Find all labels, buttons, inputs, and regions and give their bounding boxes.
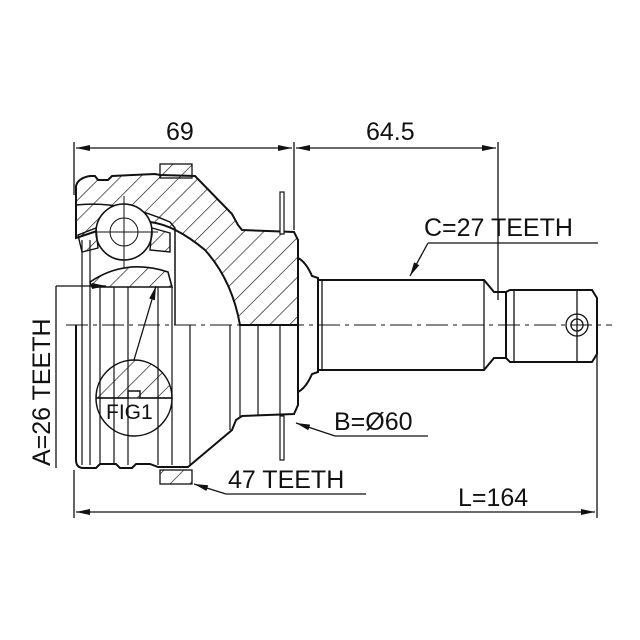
callout-47-teeth: 47 TEETH xyxy=(228,466,345,494)
dimension-69 xyxy=(73,142,295,230)
leader-c xyxy=(409,242,429,277)
abs-ring-bottom xyxy=(159,469,193,485)
dimension-64-5 xyxy=(296,142,499,300)
callout-b-diameter: B=Ø60 xyxy=(334,408,413,436)
callout-a-teeth: A=26 TEETH xyxy=(28,318,56,466)
shaft-spline xyxy=(318,279,507,371)
dim-label-overall-length: L=164 xyxy=(458,484,529,512)
abs-ring-top xyxy=(159,163,193,179)
shaft-end xyxy=(505,289,598,363)
inner-race xyxy=(89,266,174,288)
callout-c-teeth: C=27 TEETH xyxy=(424,214,573,242)
dim-label-69: 69 xyxy=(166,118,194,146)
dimension-overall-length xyxy=(73,350,598,518)
dim-label-64-5: 64.5 xyxy=(366,118,415,146)
fig1-label: FIG1 xyxy=(106,401,153,424)
fig1-detail xyxy=(95,359,173,437)
